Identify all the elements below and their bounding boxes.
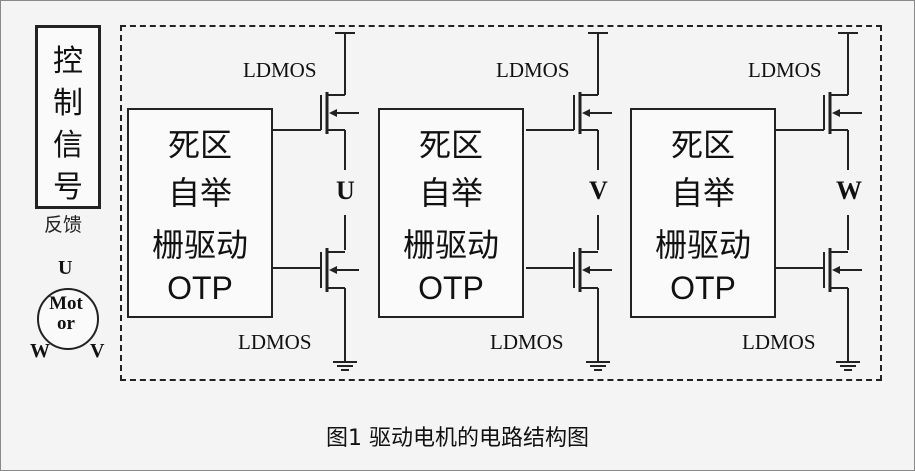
block-line: 自举 [418,174,483,212]
phase-label-w: W [836,176,862,205]
motor-u-label: U [58,257,73,279]
figure-caption: 图1 驱动电机的电路结构图 [326,426,589,451]
block-line-otp: OTP [670,270,736,306]
control-char: 信 [53,128,83,163]
control-char: 制 [53,86,83,121]
ldmos-label: LDMOS [238,330,312,354]
gate-driver-block-w: 死区 自举 栅驱动 OTP [630,108,776,318]
ldmos-label: LDMOS [748,58,822,82]
block-line: 栅驱动 [151,226,248,264]
ldmos-label: LDMOS [496,58,570,82]
block-line: 栅驱动 [402,226,499,264]
motor-w-label: W [30,340,50,362]
phase-label-u: U [336,176,355,205]
ldmos-label: LDMOS [742,330,816,354]
ldmos-label: LDMOS [490,330,564,354]
ldmos-label: LDMOS [243,58,317,82]
gate-driver-block-u: 死区 自举 栅驱动 OTP [127,108,273,318]
block-line-otp: OTP [418,270,484,306]
control-char: 控 [53,44,83,79]
block-line: 死区 [418,126,483,164]
motor-circle [37,288,99,350]
motor-label: Mot or [43,294,89,334]
block-line: 自举 [167,174,232,212]
gate-driver-block-v: 死区 自举 栅驱动 OTP [378,108,524,318]
motor-label-line1: Mot [49,293,83,314]
motor-label-line2: or [57,313,75,334]
feedback-label: 反馈 [44,214,83,236]
control-char: 号 [53,170,83,205]
block-line: 自举 [670,174,735,212]
motor-v-label: V [90,340,105,362]
block-line: 死区 [670,126,735,164]
block-line: 死区 [167,126,232,164]
driver-enclosure [120,25,882,381]
control-signal-box: 控 制 信 号 [35,25,101,209]
block-line: 栅驱动 [654,226,751,264]
block-line-otp: OTP [167,270,233,306]
phase-label-v: V [589,176,608,205]
